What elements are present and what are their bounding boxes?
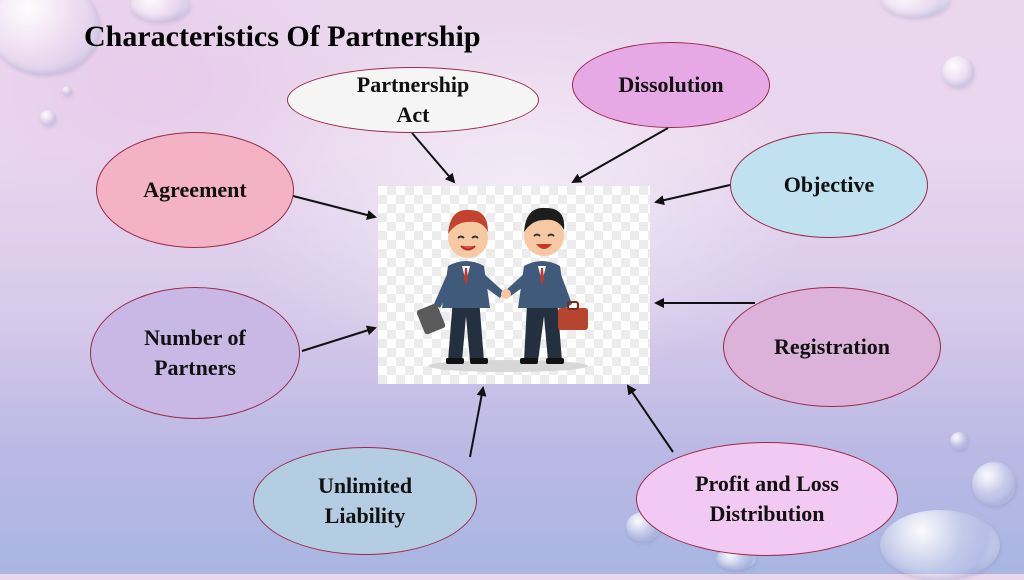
node-partnership-act: Partnership Act <box>287 67 539 133</box>
arrow-unlimited-liability <box>469 386 487 458</box>
arrow-dissolution <box>571 127 669 183</box>
center-image-panel <box>378 186 650 384</box>
node-number-of-partners: Number of Partners <box>90 287 300 419</box>
arrow-profit-and-loss <box>626 384 674 453</box>
arrow-objective <box>654 184 731 206</box>
node-label: Number of Partners <box>144 325 246 380</box>
node-dissolution: Dissolution <box>572 42 770 128</box>
businessman-left-icon <box>416 209 504 364</box>
water-drop-icon <box>942 56 974 88</box>
arrow-partnership-act <box>411 132 456 184</box>
node-unlimited-liability: Unlimited Liability <box>253 447 477 555</box>
node-profit-and-loss-distribution: Profit and Loss Distribution <box>636 442 898 556</box>
water-drop-icon <box>880 510 1000 580</box>
node-registration: Registration <box>723 287 941 407</box>
water-drop-icon <box>950 432 968 450</box>
node-label: Profit and Loss Distribution <box>695 471 839 526</box>
businessman-right-icon <box>501 207 588 364</box>
water-drop-icon <box>972 462 1016 506</box>
node-label: Unlimited Liability <box>317 473 413 528</box>
water-drop-icon <box>130 0 190 22</box>
arrow-number-of-partners <box>301 325 377 352</box>
node-label: Partnership Act <box>356 72 470 127</box>
node-agreement: Agreement <box>96 132 294 248</box>
water-drop-icon <box>40 110 56 126</box>
water-drop-icon <box>880 0 950 18</box>
node-label: Agreement <box>143 177 247 202</box>
node-label: Objective <box>783 172 875 197</box>
water-drop-icon <box>62 86 72 96</box>
node-label: Dissolution <box>618 72 724 97</box>
node-label: Registration <box>773 334 891 359</box>
slide-title: Characteristics Of Partnership <box>84 20 481 53</box>
handshake-illustration <box>416 207 588 372</box>
arrow-agreement <box>292 195 377 220</box>
node-objective: Objective <box>730 132 928 238</box>
